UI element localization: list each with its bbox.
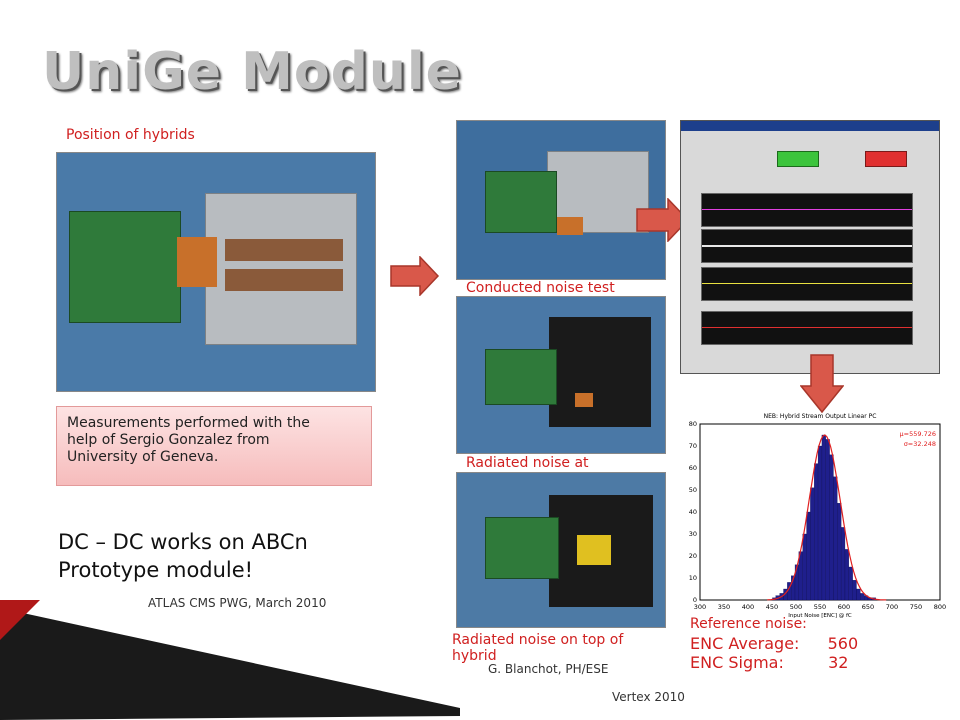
pcb-board [69,211,181,323]
dc-converter [557,217,583,235]
callout-line-3: University of Geneva. [67,449,219,465]
histogram-bar [802,533,807,601]
y-tick-label: 50 [689,486,697,494]
x-tick-label: 550 [814,603,826,611]
histogram-bar [852,580,857,601]
author-label: G. Blanchot, PH/ESE [488,662,609,676]
radiated-top-caption: Radiated noise on top of hybrid [452,632,624,664]
histogram-bar [833,476,838,601]
conducted-noise-photo [456,120,666,280]
histogram-bar [817,445,823,601]
enc-average-label: ENC Average: [690,634,800,653]
meeting-label: ATLAS CMS PWG, March 2010 [148,596,327,610]
gaussian-fit-curve [767,434,887,601]
arrow-down-icon [800,354,844,414]
dc-converter [575,393,593,407]
reference-noise-block: Reference noise: ENC Average: 560 ENC Si… [690,616,858,672]
histogram-bar [837,503,842,601]
histogram-bar [825,439,830,601]
histogram-bar [798,551,803,601]
decorative-wedge [0,600,460,720]
histogram-bar [840,527,846,601]
histogram-bar [821,434,826,601]
hybrid-board [485,517,559,579]
headline-line-2: Prototype module! [58,558,254,582]
arrow-right-icon [390,256,440,296]
footer-label: Vertex 2010 [612,690,685,704]
waveform-plot-3 [701,267,913,301]
x-tick-label: 350 [718,603,730,611]
y-tick-label: 80 [689,420,697,428]
histogram-bar [829,454,834,601]
y-tick-label: 20 [689,552,697,560]
slide-title: UniGe Module [42,42,462,102]
module-photo [56,152,376,392]
histogram-bar [814,463,819,601]
conducted-caption: Conducted noise test [466,280,615,296]
histogram-bar [810,487,815,601]
x-tick-label: 500 [790,603,802,611]
flex-cable [177,237,217,287]
radiated-corner-photo [456,296,666,454]
position-caption: Position of hybrids [66,127,195,143]
x-tick-label: 750 [910,603,922,611]
start-button [777,151,819,167]
dc-converter [577,535,611,565]
hybrid-board [485,349,557,405]
chart-title: NEB: Hybrid Stream Output Linear PC [764,413,877,420]
waveform-plot-1 [701,193,913,227]
x-tick-label: 450 [766,603,778,611]
hybrid-board [485,171,557,233]
histogram-bar [844,549,849,601]
x-tick-label: 300 [694,603,706,611]
fit-label: σ=32.248 [904,440,936,448]
enc-average-value: 560 [827,634,859,653]
radiated-top-photo [456,472,666,628]
x-axis-label: Input Noise [ENC] @ fC [788,613,852,618]
waveform-plot-4 [701,311,913,345]
histogram-bar [860,593,865,601]
histogram-bar [856,588,861,601]
hybrid-bottom [225,269,343,291]
measurements-callout: Measurements performed with the help of … [56,406,372,486]
reference-label: Reference noise: [690,616,807,632]
y-tick-label: 60 [689,464,697,472]
x-tick-label: 600 [838,603,850,611]
black-shield [549,317,651,427]
stop-button [865,151,907,167]
callout-line-1: Measurements performed with the [67,415,310,431]
callout-line-2: help of Sergio Gonzalez from [67,432,270,448]
y-tick-label: 30 [689,530,697,538]
fit-label: μ=559.726 [900,430,936,438]
enc-average-row: ENC Average: 560 [690,634,858,653]
y-tick-label: 0 [693,596,697,604]
x-tick-label: 650 [862,603,874,611]
enc-sigma-label: ENC Sigma: [690,653,784,672]
x-tick-label: 800 [934,603,946,611]
arrow-right-icon [636,198,690,242]
x-tick-label: 700 [886,603,898,611]
y-tick-label: 10 [689,574,697,582]
headline-line-1: DC – DC works on ABCn [58,530,308,554]
histogram-bar [806,511,811,601]
y-tick-label: 40 [689,508,697,516]
window-titlebar [681,121,939,131]
daq-software-window [680,120,940,374]
x-tick-label: 400 [742,603,754,611]
headline: DC – DC works on ABCn Prototype module! [58,528,308,584]
histogram-bar [848,566,853,601]
enc-sigma-row: ENC Sigma: 32 [690,653,858,672]
waveform-plot-2 [701,229,913,263]
y-tick-label: 70 [689,442,697,450]
enc-sigma-value: 32 [828,653,849,672]
hybrid-top [225,239,343,261]
